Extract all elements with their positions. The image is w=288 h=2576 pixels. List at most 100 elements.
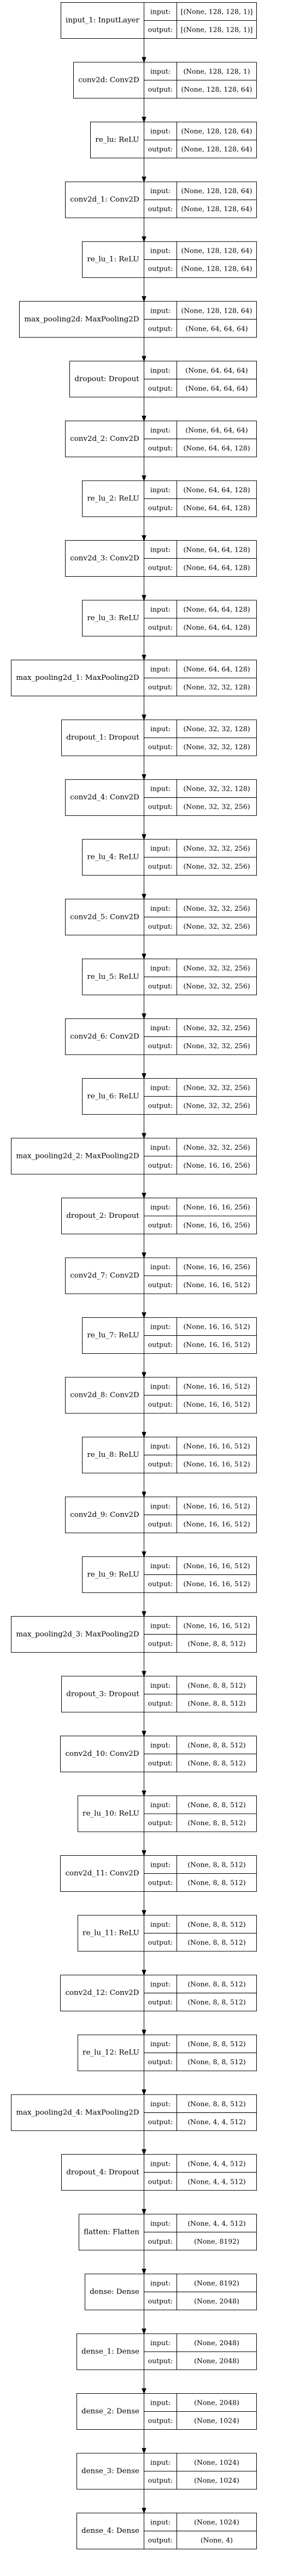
- input-port-cell: [144, 600, 177, 619]
- output-shape-cell: [177, 558, 257, 577]
- input-label: input:: [150, 1741, 171, 1749]
- input-shape-cell: [177, 1138, 257, 1157]
- output-port-cell: [144, 976, 177, 995]
- input-port-cell: [144, 1078, 177, 1097]
- input-label: input:: [150, 1980, 171, 1988]
- input-port-cell: [144, 2453, 177, 2472]
- layer-name: conv2d_4: Conv2D: [70, 793, 139, 802]
- layer-name-cell: [82, 1078, 144, 1115]
- output-port-cell: [144, 2232, 177, 2251]
- output-shape: (None, 32, 32, 256): [183, 862, 250, 870]
- layer-name-cell: [65, 420, 144, 457]
- layer-name: conv2d_1: Conv2D: [70, 196, 139, 204]
- output-label: output:: [148, 1281, 173, 1289]
- output-port-cell: [144, 1753, 177, 1772]
- input-port-cell: [144, 1317, 177, 1336]
- output-shape: (None, 8, 8, 512): [187, 1759, 245, 1767]
- output-shape: (None, 64, 64, 128): [183, 504, 250, 512]
- output-port-cell: [144, 20, 177, 39]
- layer-node: max_pooling2d_4: MaxPooling2Dinput:outpu…: [11, 2094, 257, 2131]
- output-shape-cell: [177, 2291, 257, 2310]
- output-shape-cell: [177, 1753, 257, 1772]
- arrowhead-icon: [142, 1432, 146, 1438]
- layer-name-cell: [61, 719, 144, 756]
- arrowhead-icon: [142, 1252, 146, 1259]
- layer-name: max_pooling2d_1: MaxPooling2D: [16, 674, 139, 682]
- input-shape: (None, 16, 16, 512): [183, 1562, 250, 1570]
- input-shape: (None, 32, 32, 256): [183, 1083, 250, 1091]
- output-shape-cell: [177, 1455, 257, 1474]
- layer-node: max_pooling2d_2: MaxPooling2Dinput:outpu…: [11, 1138, 257, 1175]
- layer-name-cell: [78, 1795, 144, 1832]
- input-port-cell: [144, 181, 177, 200]
- layer-name: re_lu_3: ReLU: [87, 614, 139, 623]
- layer-name-cell: [65, 1496, 144, 1533]
- output-label: output:: [148, 1042, 173, 1050]
- output-shape: (None, 8, 8, 512): [187, 1998, 245, 2006]
- output-port-cell: [144, 199, 177, 218]
- output-shape-cell: [177, 678, 257, 697]
- input-shape-cell: [177, 2214, 257, 2233]
- layer-name-cell: [61, 2154, 144, 2191]
- input-shape-cell: [177, 1975, 257, 1994]
- output-port-cell: [144, 1933, 177, 1952]
- layer-name: dropout_1: Dropout: [66, 734, 139, 742]
- output-shape: (None, 32, 32, 256): [183, 1101, 250, 1109]
- input-port-cell: [144, 2393, 177, 2412]
- input-label: input:: [150, 1861, 171, 1869]
- input-shape: (None, 1024): [194, 2458, 239, 2466]
- layer-name-cell: [77, 2393, 144, 2430]
- layer-name: dropout_2: Dropout: [66, 1212, 139, 1220]
- layer-node: max_pooling2d_1: MaxPooling2Dinput:outpu…: [11, 660, 257, 697]
- input-label: input:: [150, 2219, 171, 2227]
- output-label: output:: [148, 1699, 173, 1707]
- arrowhead-icon: [142, 774, 146, 781]
- layer-name: re_lu_11: ReLU: [83, 1929, 139, 1938]
- output-shape: (None, 2048): [194, 2297, 239, 2305]
- output-shape-cell: [177, 20, 257, 39]
- layer-name-cell: [60, 1855, 144, 1892]
- output-shape: (None, 16, 16, 512): [183, 1460, 250, 1468]
- input-port-cell: [144, 1257, 177, 1276]
- layer-name: conv2d_7: Conv2D: [70, 1272, 139, 1280]
- input-shape-cell: [177, 779, 257, 798]
- input-shape: [(None, 128, 128, 1)]: [181, 8, 253, 16]
- output-label: output:: [148, 1759, 173, 1767]
- output-shape-cell: [177, 1216, 257, 1234]
- input-shape: (None, 128, 128, 1): [183, 67, 250, 75]
- output-shape-cell: [177, 1933, 257, 1952]
- output-shape: (None, 4): [201, 2536, 233, 2544]
- input-label: input:: [150, 1323, 171, 1331]
- layer-name: dropout: Dropout: [74, 375, 139, 383]
- input-shape: (None, 64, 64, 128): [183, 665, 250, 673]
- layer-name-cell: [82, 600, 144, 637]
- input-shape-cell: [177, 122, 257, 141]
- layer-name-cell: [85, 2273, 144, 2310]
- arrowhead-icon: [142, 1910, 146, 1916]
- arrowhead-icon: [142, 2328, 146, 2335]
- output-label: output:: [148, 1161, 173, 1169]
- input-label: input:: [150, 665, 171, 673]
- input-port-cell: [144, 2094, 177, 2113]
- input-shape-cell: [177, 301, 257, 320]
- input-port-cell: [144, 660, 177, 679]
- output-label: output:: [148, 384, 173, 392]
- arrowhead-icon: [142, 296, 146, 302]
- layer-name: dense_1: Dense: [81, 2347, 139, 2356]
- arrowhead-icon: [142, 2149, 146, 2155]
